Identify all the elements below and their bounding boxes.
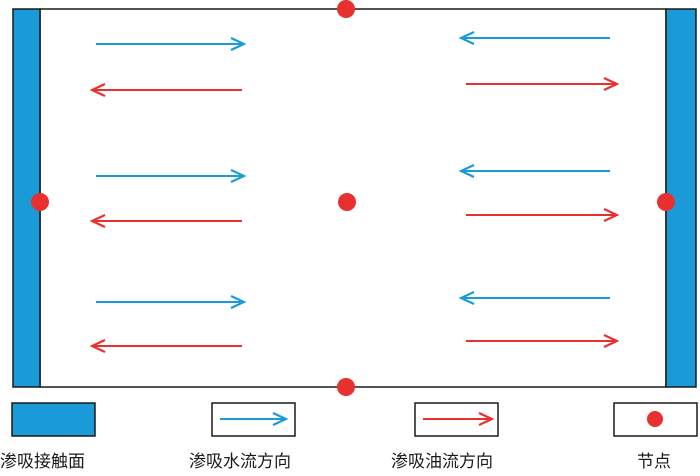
legend-contact-surface-label: 渗吸接触面 — [0, 452, 85, 472]
legend — [11, 402, 698, 437]
node-left — [31, 193, 49, 211]
legend-water-flow-label: 渗吸水流方向 — [189, 452, 291, 472]
legend-oil-flow-label: 渗吸油流方向 — [391, 452, 493, 472]
legend-node-label: 节点 — [637, 452, 671, 472]
node-top — [337, 0, 355, 18]
node-center — [338, 193, 356, 211]
legend-node-dot — [647, 411, 663, 427]
node-bottom — [337, 378, 355, 396]
left-arrow-group — [92, 44, 244, 346]
legend-contact-surface-swatch — [11, 402, 96, 437]
right-arrow-group — [461, 38, 617, 341]
node-group — [31, 0, 675, 396]
node-right — [657, 193, 675, 211]
